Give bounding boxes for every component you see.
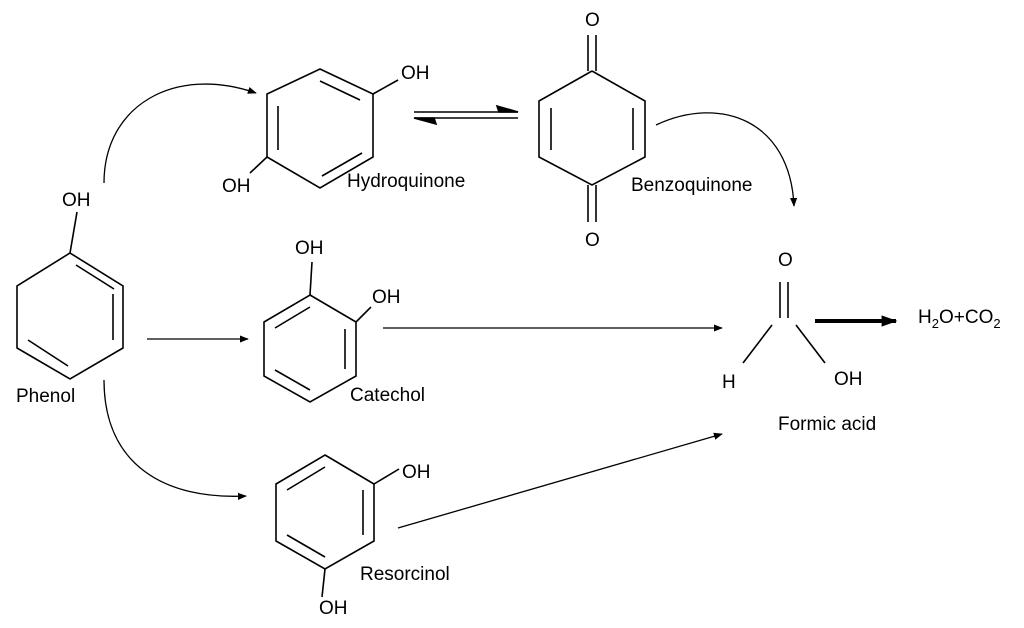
arrow-phenol-to-resorcinol (103, 379, 247, 500)
hydroquinone-oh-bond-top (372, 79, 399, 95)
benzoquinone-structure (538, 35, 646, 222)
resorcinol-name-label: Resorcinol (360, 564, 450, 585)
benzoquinone-o-top-label: O (585, 10, 600, 31)
catechol-inner-bond (274, 306, 311, 329)
hydroquinone-inner-bond (321, 152, 363, 177)
phenol-inner-bond (75, 264, 115, 290)
catechol-oh-1-label: OH (295, 238, 324, 259)
catechol-oh-2-label: OH (372, 287, 401, 308)
phenol-ring (16, 252, 124, 380)
catechol-structure (263, 261, 372, 403)
arrow-resorcinol-to-formic-acid (397, 432, 723, 529)
resorcinol-inner-bond (286, 466, 326, 491)
resorcinol-oh-bottom-label: OH (319, 598, 348, 619)
hydroquinone-oh-bond-bottom (249, 156, 268, 174)
hydroquinone-inner-bond (319, 80, 361, 101)
hydroquinone-structure (249, 68, 399, 189)
hydroquinone-name-label: Hydroquinone (347, 171, 465, 192)
catechol-oh-bond-1 (309, 261, 313, 296)
arrow-benzoquinone-to-formic-acid (655, 112, 798, 207)
benzoquinone-name-label: Benzoquinone (631, 175, 753, 196)
formic-acid-o-label: O (778, 250, 793, 271)
formic-acid-name-label: Formic acid (778, 414, 876, 435)
equilibrium-forward-half-head (495, 104, 519, 113)
products-label: H2O+CO2 (918, 307, 1001, 331)
phenol-oh-label: OH (62, 190, 91, 211)
hydroquinone-oh-top-label: OH (401, 63, 430, 84)
benzoquinone-ring (538, 70, 646, 186)
formic-acid-ch-bond (742, 324, 773, 364)
arrow-phenol-to-hydroquinone (103, 83, 257, 184)
formic-acid-oh-label: OH (834, 369, 863, 390)
formic-acid-structure (742, 282, 826, 364)
resorcinol-inner-bond (286, 534, 326, 558)
catechol-oh-bond-2 (355, 306, 372, 323)
phenol-structure (16, 211, 124, 380)
catechol-inner-bond (274, 369, 311, 391)
resorcinol-oh-bond-top (373, 468, 400, 485)
resorcinol-oh-bond-bottom (321, 568, 326, 598)
reaction-arrows (103, 83, 798, 529)
equilibrium-arrows (413, 104, 519, 126)
phenol-name-label: Phenol (16, 386, 75, 407)
benzoquinone-o-bottom-label: O (585, 230, 600, 251)
formic-acid-h-label: H (722, 372, 736, 393)
resorcinol-oh-top-label: OH (402, 462, 431, 483)
resorcinol-structure (275, 454, 400, 598)
catechol-ring (263, 294, 357, 403)
phenol-oh-bond (69, 211, 78, 254)
phenol-inner-bond (27, 339, 69, 367)
equilibrium-reverse-half-head (413, 117, 438, 126)
resorcinol-ring (275, 454, 375, 570)
catechol-name-label: Catechol (350, 385, 425, 406)
hydroquinone-oh-bottom-label: OH (222, 176, 251, 197)
formic-acid-coh-bond (795, 324, 826, 364)
